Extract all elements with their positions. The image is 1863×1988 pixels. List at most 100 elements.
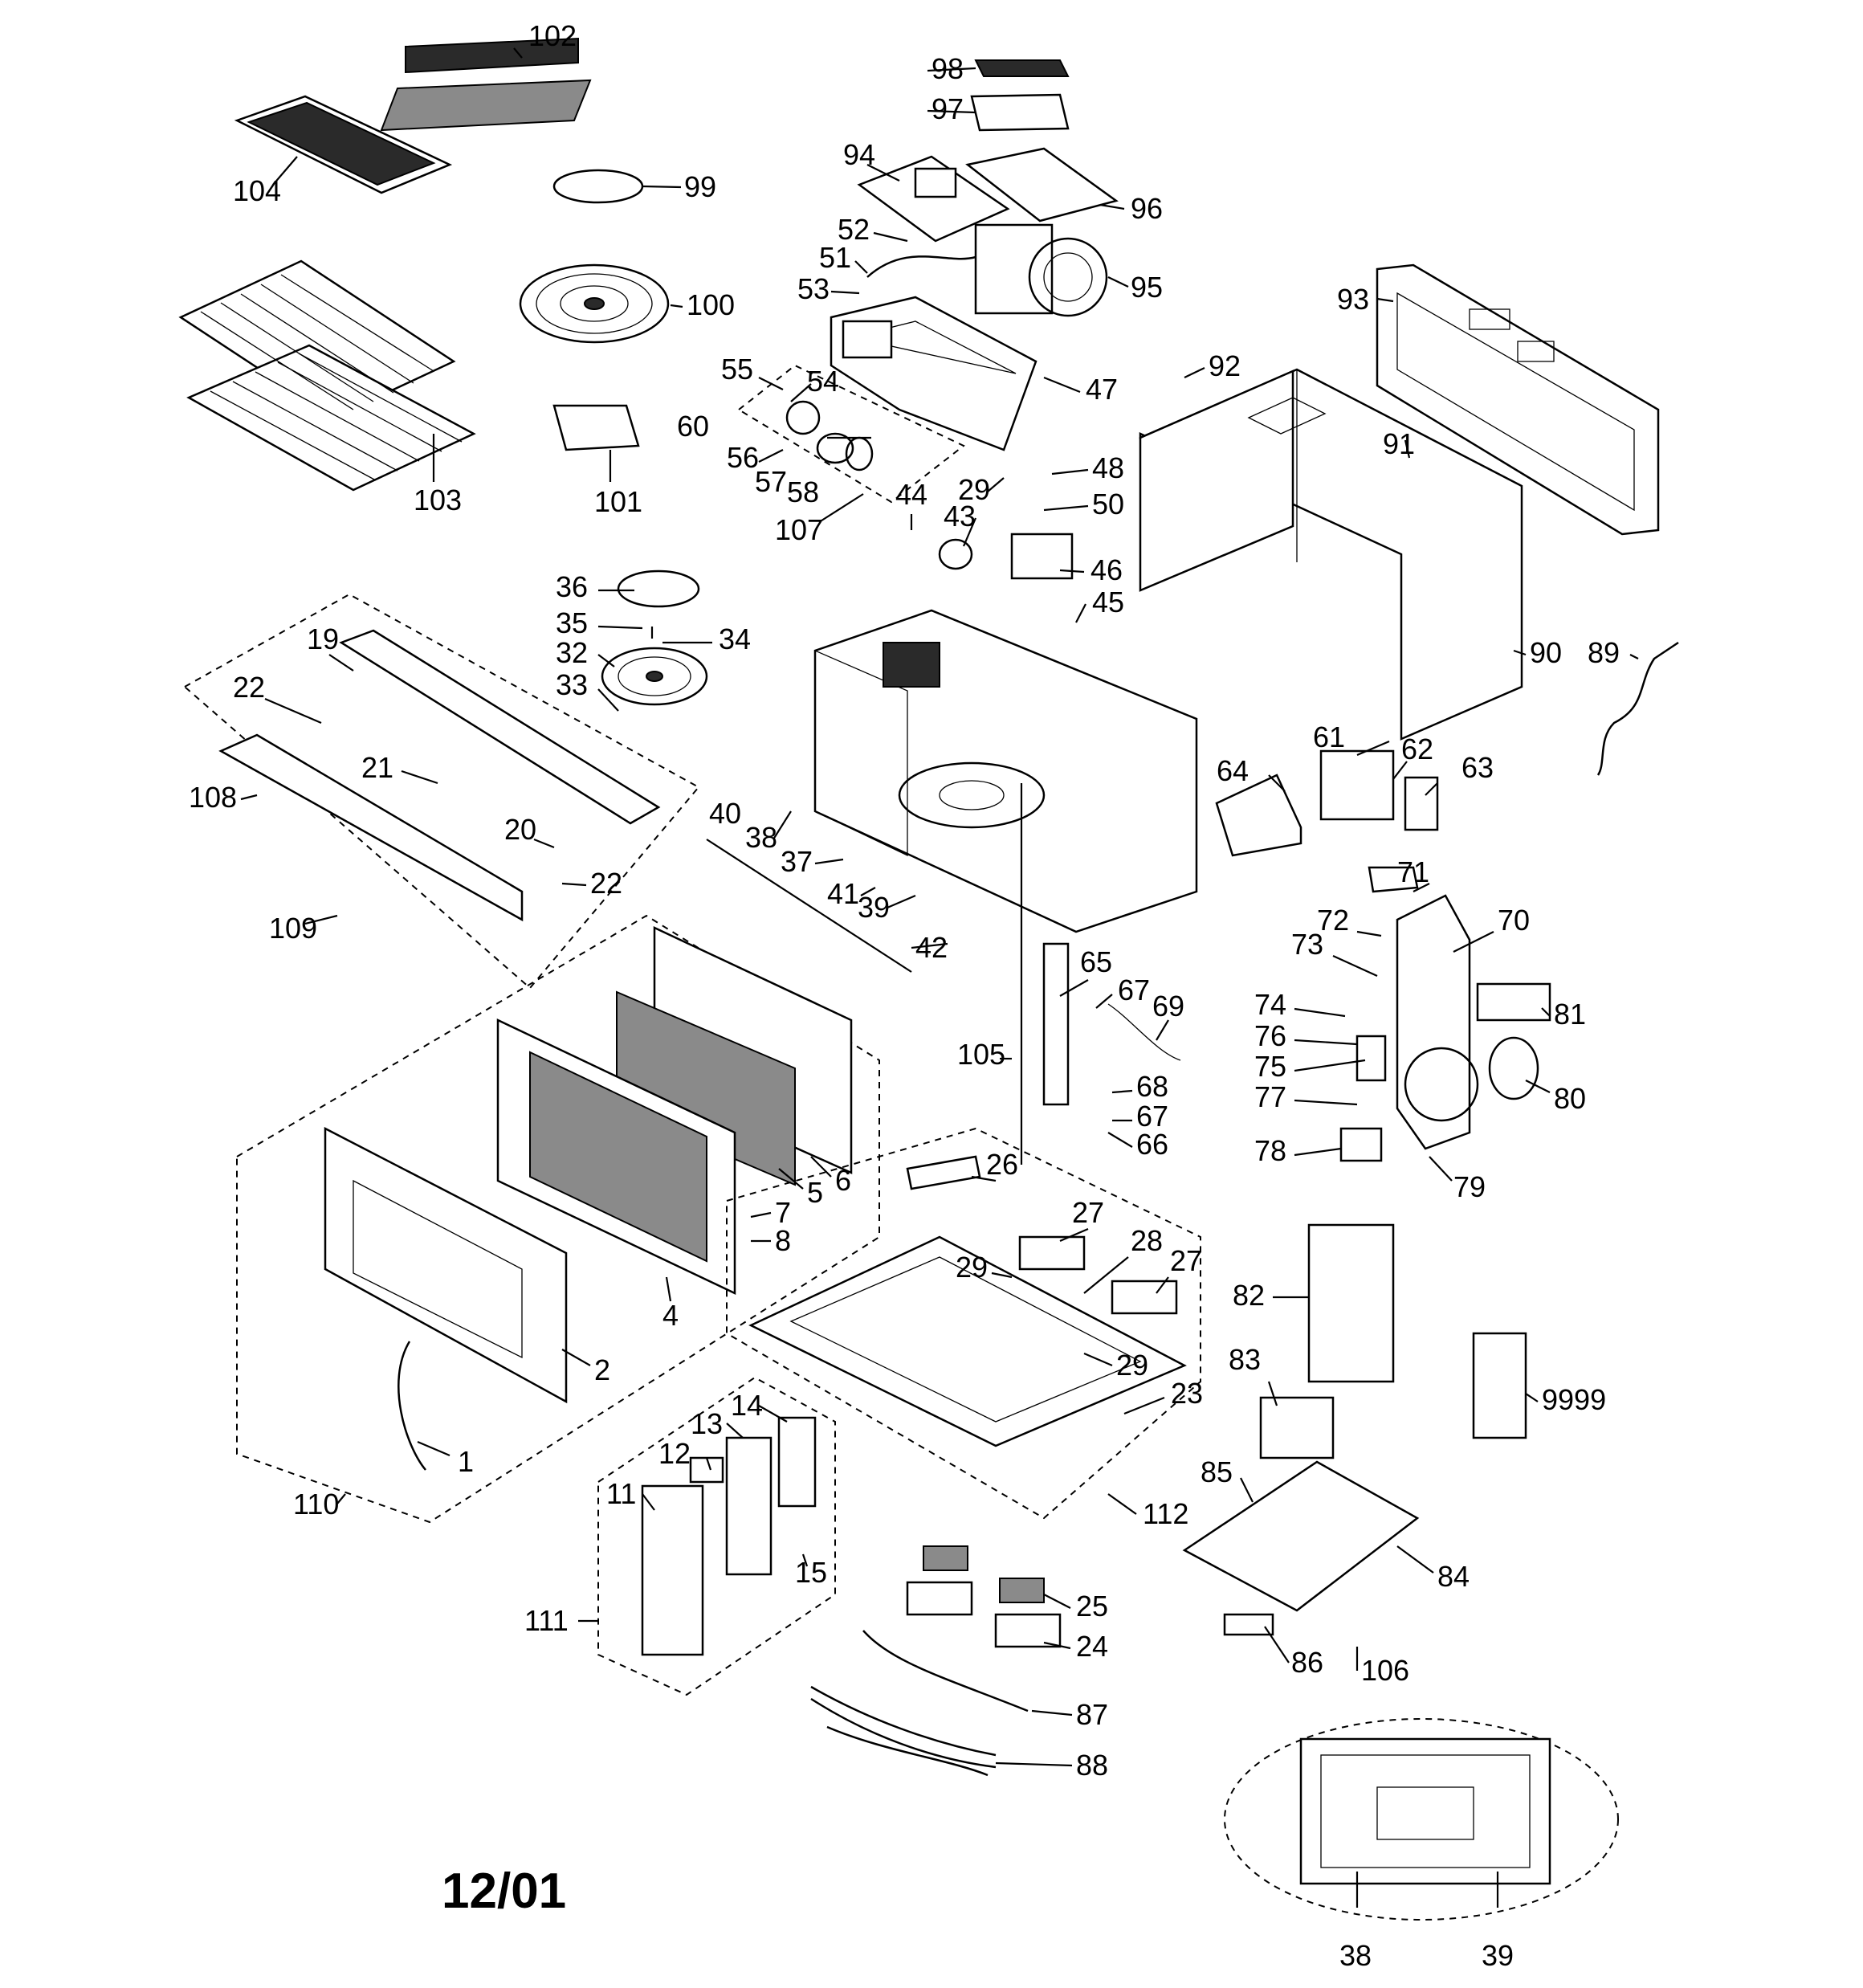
leader-line [1453,931,1494,953]
leader-line [1107,1493,1137,1515]
roller-ring-99 [552,169,644,204]
leader-line [971,1175,997,1182]
callout-p71: 71 [1397,855,1429,888]
base-tray-group [726,1127,1201,1520]
callout-p42: 42 [915,931,948,964]
leader-line [790,383,812,402]
callout-p6: 6 [835,1164,851,1197]
callout-p74: 74 [1254,988,1286,1021]
leader-line [1332,954,1378,978]
callout-p12: 12 [658,1437,691,1470]
magnetron-group [1215,749,1439,857]
callout-p29c: 29 [1116,1349,1148,1382]
leader-line [1043,1641,1071,1650]
leader-line [401,769,438,785]
callout-p105: 105 [957,1038,1005,1071]
callout-p69: 69 [1152,990,1184,1023]
callout-p45: 45 [1092,586,1124,618]
leader-line [1051,468,1089,476]
leader-line [1184,367,1205,378]
callout-p20: 20 [504,813,536,846]
leader-line [1525,1080,1551,1093]
callout-p86: 86 [1291,1646,1323,1679]
leader-line [597,688,619,712]
leader-line [597,654,615,667]
leader-line [1083,1256,1129,1294]
callout-p93: 93 [1337,283,1369,316]
leader-line [995,1761,1073,1767]
inner-housing [830,296,1037,451]
interlock-switches [1042,942,1181,1106]
wire-harness [810,1630,1029,1777]
callout-p58: 58 [787,476,819,508]
callout-p5: 5 [807,1176,823,1209]
callout-p26: 26 [986,1148,1018,1181]
callout-p22a: 22 [233,671,265,704]
fan-motor-assembly [1339,866,1551,1162]
callout-p61: 61 [1313,720,1345,753]
door-group [236,914,880,1524]
leader-lines [240,47,1639,1767]
callout-p38b: 38 [1339,1939,1372,1972]
callout-p23: 23 [1171,1377,1203,1410]
leader-line [642,185,682,189]
leader-line [1413,883,1430,892]
callout-p73: 73 [1291,928,1323,961]
callout-p32: 32 [556,636,588,669]
leader-line [1111,1089,1133,1094]
leader-line [1043,376,1081,394]
callout-p21: 21 [361,751,393,784]
leader-line [860,887,876,896]
callout-p76: 76 [1254,1019,1286,1052]
callout-p82: 82 [1233,1279,1265,1312]
vent-fan-assembly [857,59,1119,317]
base-plate-84 [1182,1460,1420,1612]
callout-p81: 81 [1554,998,1586,1031]
glass-tray-100 [519,263,670,344]
leader-line [778,1168,804,1190]
leader-line [1059,569,1085,574]
bracket-86 [1223,1613,1274,1636]
callout-p65: 65 [1080,945,1112,978]
callout-p38a: 38 [745,821,777,854]
callout-p33: 33 [556,668,588,701]
leader-line [1294,1147,1342,1157]
callout-p46: 46 [1090,553,1123,586]
outer-case-90 [1139,368,1523,741]
callout-p22b: 22 [590,867,622,900]
callout-p88: 88 [1076,1749,1108,1782]
turntable-drive [601,569,708,706]
waveguide-covers [906,1545,1062,1648]
leader-line [962,517,977,547]
callout-p53: 53 [797,272,830,305]
leader-line [1043,504,1089,512]
leader-line [705,1457,712,1471]
leader-line [1240,1477,1254,1503]
callout-p95: 95 [1131,271,1163,304]
leader-line [810,1156,832,1178]
callout-p66: 66 [1136,1128,1168,1161]
callout-p28: 28 [1131,1224,1163,1257]
leader-line [1059,1227,1089,1243]
leader-line [1107,1132,1133,1148]
callout-p62: 62 [1401,733,1433,765]
callout-p84: 84 [1437,1560,1470,1593]
callout-p29b: 29 [956,1251,988,1284]
callout-p111: 111 [524,1604,569,1637]
callout-p68: 68 [1136,1070,1168,1103]
callout-p27b: 27 [1170,1244,1202,1277]
callout-p83: 83 [1229,1343,1261,1376]
leader-line [1396,1545,1434,1574]
leader-line [1294,1039,1358,1046]
leader-line [1541,1007,1551,1017]
callout-p8: 8 [775,1224,791,1257]
callout-p40: 40 [709,797,741,830]
cover-82 [1307,1223,1395,1383]
leader-line [1099,203,1125,210]
leader-line [597,625,643,630]
callout-p108: 108 [189,781,237,814]
callout-p41: 41 [827,877,859,910]
leader-line [513,47,523,59]
leader-line [1031,1709,1073,1717]
